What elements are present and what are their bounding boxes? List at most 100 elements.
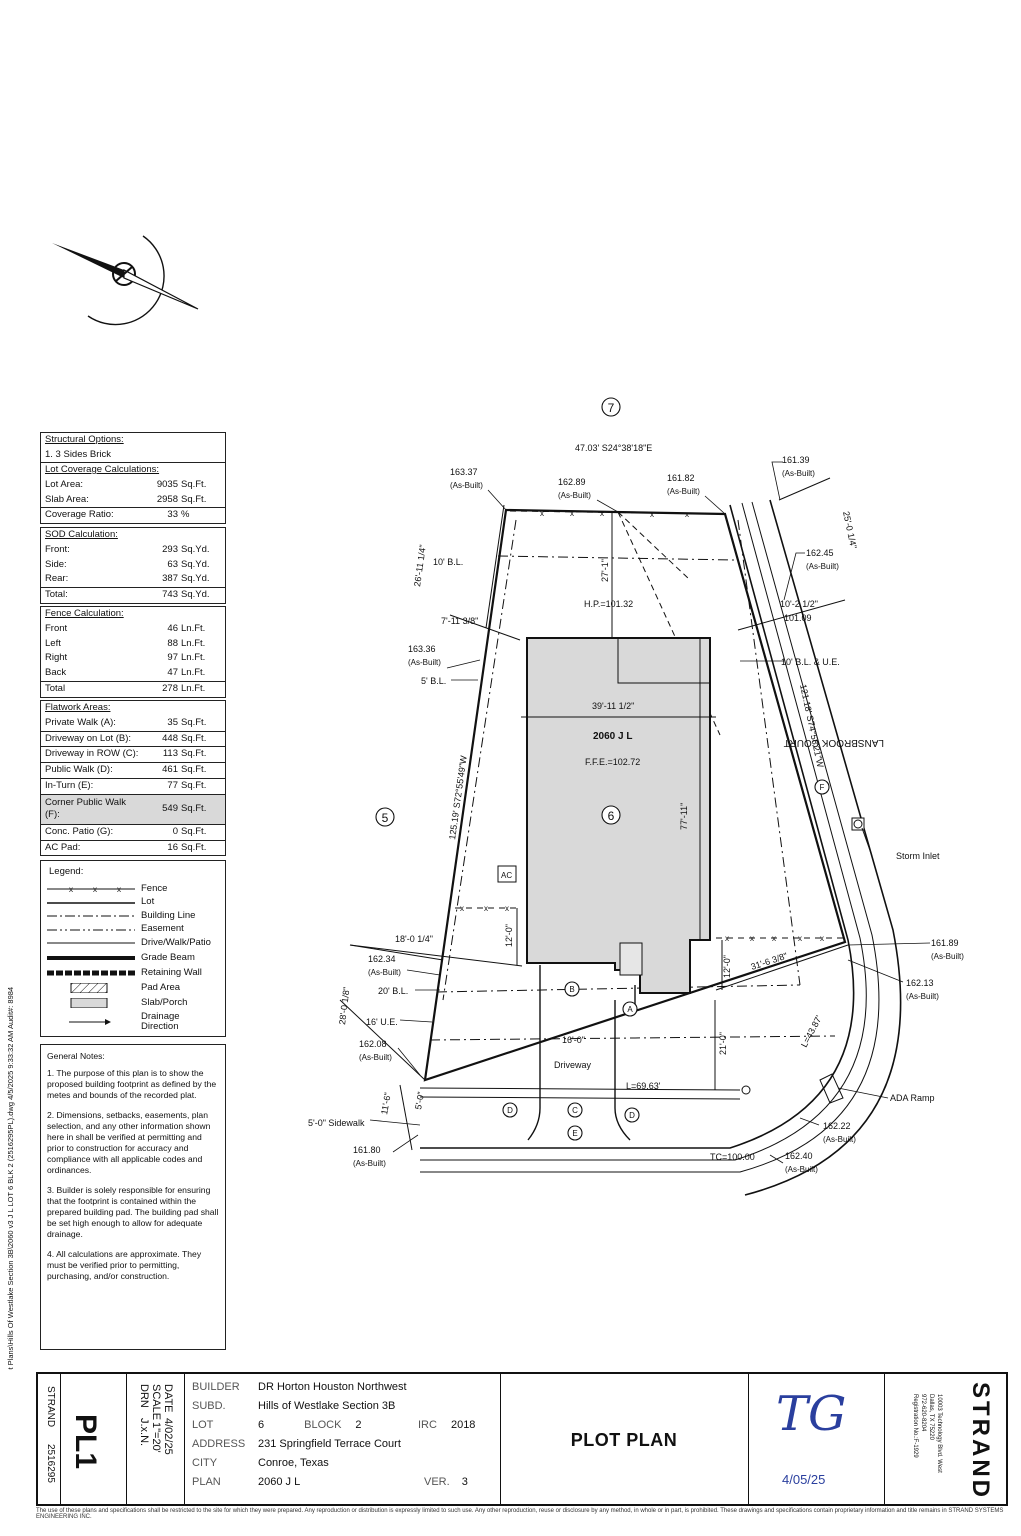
svg-text:162.89: 162.89 xyxy=(558,477,586,487)
svg-text:D: D xyxy=(507,1106,513,1115)
approval-signature-cell: TG 4/05/25 xyxy=(748,1374,885,1504)
drainage-arrow-icon xyxy=(69,1018,111,1025)
lot-coverage-box: Lot Coverage Calculations: Lot Area:9035… xyxy=(40,462,226,525)
strand-logo: STRAND xyxy=(967,1382,994,1500)
svg-text:162.34: 162.34 xyxy=(368,954,396,964)
svg-text:10' B.L.: 10' B.L. xyxy=(433,557,463,567)
svg-text:5'-0": 5'-0" xyxy=(413,1091,426,1110)
svg-text:10' B.L. & U.E.: 10' B.L. & U.E. xyxy=(781,657,840,667)
svg-text:77'-11": 77'-11" xyxy=(679,803,689,830)
file-path: ...\House Plans\D.R. Horton Houston - No… xyxy=(6,987,15,1370)
easement-line-icon xyxy=(47,929,135,931)
svg-text:x: x xyxy=(505,904,509,913)
svg-text:21'-0": 21'-0" xyxy=(718,1032,728,1055)
svg-text:39'-11 1/2": 39'-11 1/2" xyxy=(592,701,634,711)
svg-text:7'-11 3/8": 7'-11 3/8" xyxy=(441,616,478,626)
svg-text:x: x xyxy=(117,885,121,894)
building-line-icon xyxy=(47,915,135,917)
rear-bearing: 47.03' S24°38'18"E xyxy=(575,443,652,453)
svg-text:x: x xyxy=(650,510,654,519)
svg-text:162.13: 162.13 xyxy=(906,978,934,988)
svg-text:TC=100.00: TC=100.00 xyxy=(710,1152,755,1162)
svg-text:x: x xyxy=(570,509,574,518)
svg-text:x: x xyxy=(540,509,544,518)
svg-text:L=43.87': L=43.87' xyxy=(799,1014,824,1049)
svg-text:(As-Built): (As-Built) xyxy=(359,1053,392,1062)
svg-text:F: F xyxy=(820,783,825,792)
lot7-marker: 7 xyxy=(608,401,615,415)
svg-text:161.39: 161.39 xyxy=(782,455,810,465)
svg-text:26'-11 1/4": 26'-11 1/4" xyxy=(412,544,428,587)
svg-text:20' B.L.: 20' B.L. xyxy=(378,986,408,996)
project-info-cell: BUILDER SUBD. LOT ADDRESS CITY PLAN DR H… xyxy=(184,1374,501,1504)
svg-text:C: C xyxy=(572,1106,578,1115)
lot-boundary xyxy=(423,508,847,1082)
pad-area-icon xyxy=(70,983,108,994)
svg-text:12'-0": 12'-0" xyxy=(504,924,514,947)
street-name: LANSBROOK COURT xyxy=(784,737,884,748)
svg-text:(As-Built): (As-Built) xyxy=(450,481,483,490)
svg-text:28'-0 1/8": 28'-0 1/8" xyxy=(337,986,352,1025)
structural-options-box: Structural Options: 1. 3 Sides Brick xyxy=(40,432,226,464)
svg-text:(As-Built): (As-Built) xyxy=(782,469,815,478)
svg-text:AC: AC xyxy=(501,871,512,880)
svg-text:162.40: 162.40 xyxy=(785,1151,813,1161)
svg-text:163.37: 163.37 xyxy=(450,467,478,477)
house-plan-name: 2060 J L xyxy=(593,731,632,742)
svg-text:161.80: 161.80 xyxy=(353,1145,381,1155)
svg-text:161.89: 161.89 xyxy=(931,938,959,948)
svg-text:5' B.L.: 5' B.L. xyxy=(421,676,446,686)
svg-text:163.36: 163.36 xyxy=(408,644,436,654)
lot6-marker: 6 xyxy=(608,809,615,823)
approval-initials: TG xyxy=(776,1386,847,1442)
svg-text:E: E xyxy=(572,1129,577,1138)
svg-text:11'-6": 11'-6" xyxy=(379,1092,393,1116)
job-number-cell: STRAND 2516295 xyxy=(38,1374,61,1504)
svg-text:B: B xyxy=(569,985,574,994)
brand-cell: STRAND xyxy=(950,1374,1004,1504)
lot5-marker: 5 xyxy=(382,811,389,825)
svg-text:(As-Built): (As-Built) xyxy=(408,658,441,667)
drive-line-icon xyxy=(47,942,135,944)
title-block: STRAND 2516295 PL1 DATE 4/02/25 SCALE 1"… xyxy=(36,1372,1008,1506)
svg-text:(As-Built): (As-Built) xyxy=(785,1165,818,1174)
svg-text:(As-Built): (As-Built) xyxy=(906,992,939,1001)
svg-text:27'-1": 27'-1" xyxy=(600,559,610,582)
svg-text:162.08: 162.08 xyxy=(359,1039,387,1049)
svg-text:101.09: 101.09 xyxy=(784,613,812,623)
svg-text:(As-Built): (As-Built) xyxy=(353,1159,386,1168)
slab-porch-icon xyxy=(70,998,108,1009)
svg-text:x: x xyxy=(93,885,97,894)
sheet-number-cell: PL1 xyxy=(60,1374,127,1504)
svg-text:(As-Built): (As-Built) xyxy=(931,952,964,961)
svg-text:x: x xyxy=(460,904,464,913)
svg-text:25'-0 1/4": 25'-0 1/4" xyxy=(841,510,859,549)
svg-text:Storm Inlet: Storm Inlet xyxy=(896,851,940,861)
svg-text:(As-Built): (As-Built) xyxy=(667,487,700,496)
svg-text:x: x xyxy=(69,885,73,894)
retaining-wall-icon xyxy=(47,970,135,976)
plot-plan-heading-cell: PLOT PLAN xyxy=(500,1374,749,1504)
svg-text:D: D xyxy=(629,1111,635,1120)
svg-text:(As-Built): (As-Built) xyxy=(806,562,839,571)
svg-text:x: x xyxy=(772,934,776,943)
svg-text:x: x xyxy=(600,509,604,518)
svg-text:x: x xyxy=(685,510,689,519)
svg-text:5'-0" Sidewalk: 5'-0" Sidewalk xyxy=(308,1118,365,1128)
company-address-cell: 10003 Technology Blvd. West Dallas, TX 7… xyxy=(884,1374,951,1504)
svg-text:x: x xyxy=(484,904,488,913)
footer-disclaimer: The use of these plans and specification… xyxy=(36,1508,1004,1520)
svg-text:x: x xyxy=(820,934,824,943)
svg-text:162.45: 162.45 xyxy=(806,548,834,558)
svg-text:A: A xyxy=(627,1005,633,1014)
north-arrow-icon xyxy=(52,235,199,326)
svg-text:H.P.=101.32: H.P.=101.32 xyxy=(584,599,633,609)
lot-line-icon xyxy=(47,902,135,904)
svg-text:L=69.63': L=69.63' xyxy=(626,1081,661,1091)
svg-text:10'-2 1/2": 10'-2 1/2" xyxy=(780,599,818,609)
